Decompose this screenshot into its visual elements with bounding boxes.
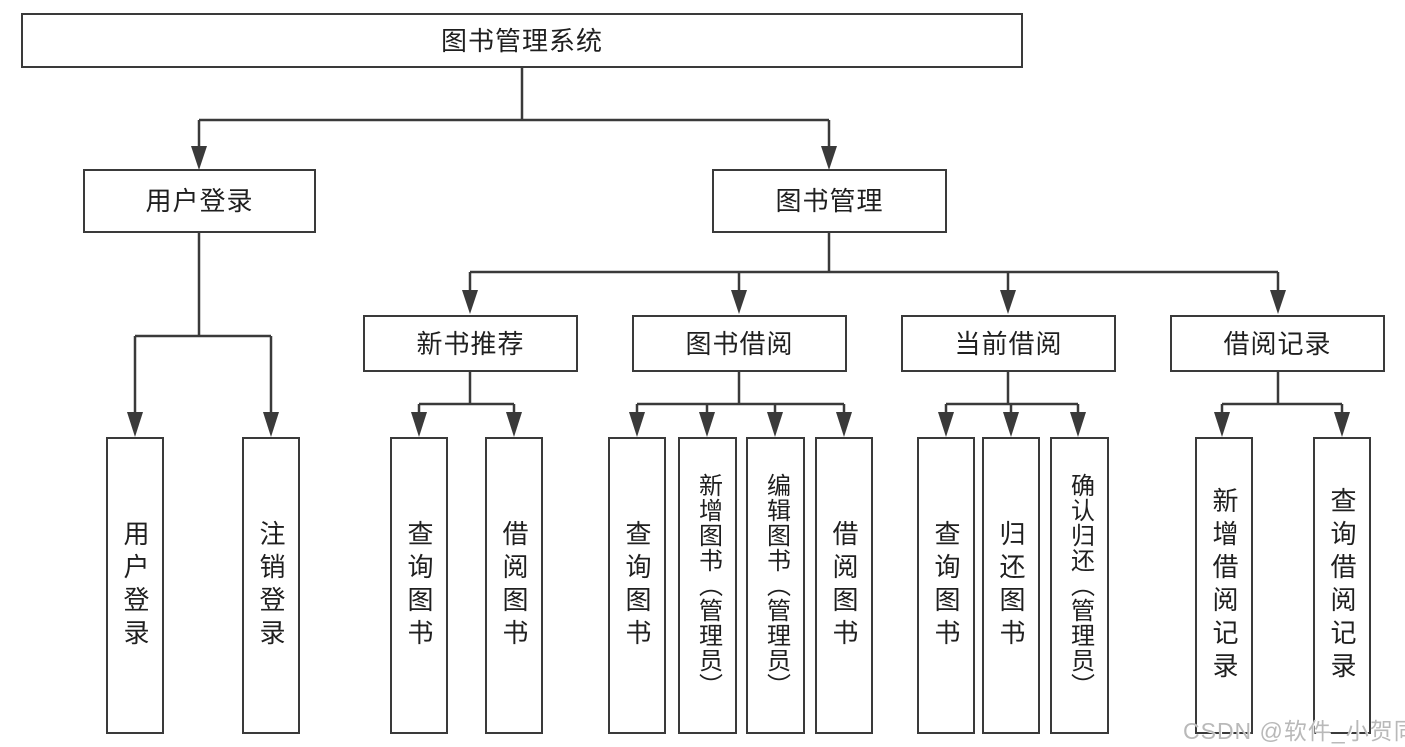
leaf-logout-label: 注销登录 bbox=[256, 519, 286, 652]
node-current-borrowing: 当前借阅 bbox=[901, 315, 1116, 372]
node-new-book-recommendation: 新书推荐 bbox=[363, 315, 578, 372]
leaf-add-borrow-record-label: 新增借阅记录 bbox=[1209, 486, 1239, 685]
leaf-confirm-return-admin-label: 确认归还（管理员） bbox=[1066, 473, 1094, 698]
node-book-management-label: 图书管理 bbox=[775, 186, 884, 216]
leaf-return-books: 归还图书 bbox=[982, 437, 1040, 734]
node-book-borrowing: 图书借阅 bbox=[632, 315, 847, 372]
node-book-management: 图书管理 bbox=[712, 169, 947, 233]
leaf-add-books-admin: 新增图书（管理员） bbox=[678, 437, 737, 734]
node-user-login-label: 用户登录 bbox=[145, 186, 254, 216]
connector-paths bbox=[133, 68, 1344, 414]
node-borrowing-records-label: 借阅记录 bbox=[1223, 328, 1332, 359]
leaf-borrow-books: 借阅图书 bbox=[815, 437, 873, 734]
leaf-query-books-borrow-label: 查询图书 bbox=[622, 519, 652, 652]
leaf-borrow-books-recommend: 借阅图书 bbox=[485, 437, 543, 734]
leaf-query-borrow-record-label: 查询借阅记录 bbox=[1327, 486, 1357, 685]
arrowhead-icons bbox=[127, 146, 1350, 437]
leaf-edit-books-admin: 编辑图书（管理员） bbox=[746, 437, 805, 734]
node-library-management-system-label: 图书管理系统 bbox=[440, 25, 603, 56]
node-library-management-system: 图书管理系统 bbox=[21, 13, 1023, 68]
leaf-logout: 注销登录 bbox=[242, 437, 300, 734]
leaf-confirm-return-admin: 确认归还（管理员） bbox=[1050, 437, 1109, 734]
node-borrowing-records: 借阅记录 bbox=[1170, 315, 1385, 372]
leaf-user-login: 用户登录 bbox=[106, 437, 164, 734]
leaf-return-books-label: 归还图书 bbox=[996, 519, 1026, 652]
leaf-query-borrow-record: 查询借阅记录 bbox=[1313, 437, 1371, 734]
leaf-query-books-recommend: 查询图书 bbox=[390, 437, 448, 734]
leaf-borrow-books-recommend-label: 借阅图书 bbox=[499, 519, 529, 652]
csdn-watermark: CSDN @软件_小贺同学 bbox=[1183, 718, 1405, 744]
leaf-edit-books-admin-label: 编辑图书（管理员） bbox=[762, 473, 790, 698]
node-book-borrowing-label: 图书借阅 bbox=[685, 328, 794, 359]
leaf-query-books-borrow: 查询图书 bbox=[608, 437, 666, 734]
node-new-book-recommendation-label: 新书推荐 bbox=[416, 328, 525, 359]
leaf-user-login-label: 用户登录 bbox=[120, 519, 150, 652]
leaf-query-books-current-label: 查询图书 bbox=[931, 519, 961, 652]
leaf-borrow-books-label: 借阅图书 bbox=[829, 519, 859, 652]
node-current-borrowing-label: 当前借阅 bbox=[954, 328, 1063, 359]
leaf-add-borrow-record: 新增借阅记录 bbox=[1195, 437, 1253, 734]
leaf-query-books-current: 查询图书 bbox=[917, 437, 975, 734]
node-user-login: 用户登录 bbox=[83, 169, 316, 233]
leaf-query-books-recommend-label: 查询图书 bbox=[404, 519, 434, 652]
leaf-add-books-admin-label: 新增图书（管理员） bbox=[694, 473, 722, 698]
